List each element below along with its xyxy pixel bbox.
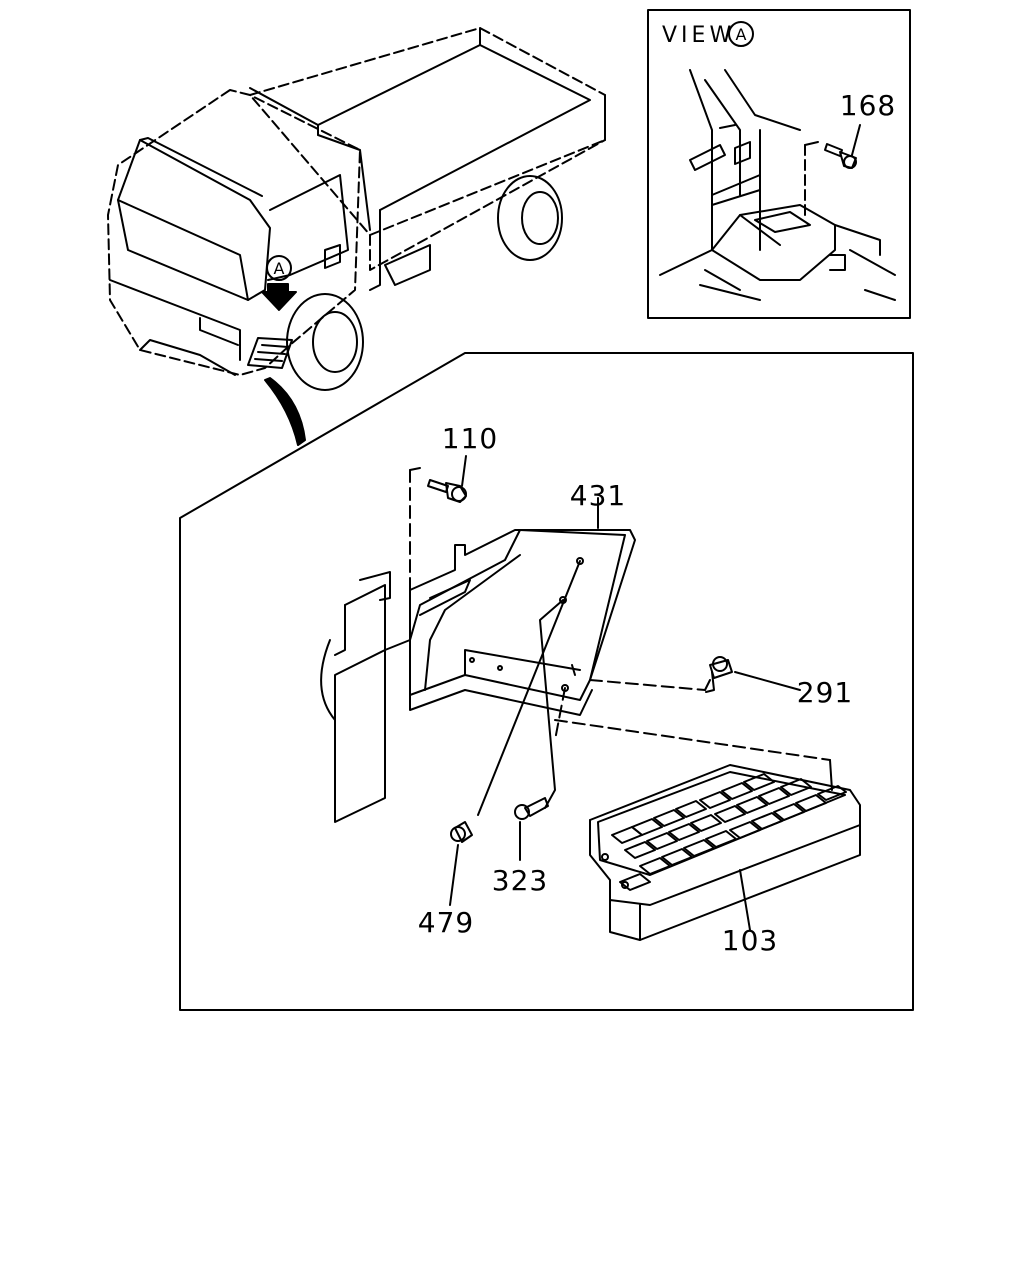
part-label-431: 431 <box>570 479 626 512</box>
part-label-168: 168 <box>840 89 896 122</box>
bolt-291 <box>705 656 801 693</box>
view-a-inset: VIEW A <box>647 9 911 319</box>
part-label-479: 479 <box>418 906 474 939</box>
detail-panel <box>179 352 914 1011</box>
view-a-circle <box>728 21 754 47</box>
bolt-110 <box>409 455 467 631</box>
callout-a-circle <box>266 255 292 281</box>
callout-a-letter: A <box>274 259 285 278</box>
part-label-291: 291 <box>797 676 853 709</box>
screw-323 <box>514 797 549 861</box>
view-a-title: VIEW <box>662 23 735 48</box>
part-label-110: 110 <box>442 422 498 455</box>
view-a-letter: A <box>736 25 747 44</box>
clip-479 <box>449 821 473 906</box>
truck-illustration: A <box>107 27 606 446</box>
part-label-103: 103 <box>722 924 778 957</box>
step-grid <box>611 773 847 891</box>
step-103 <box>589 764 861 941</box>
part-label-323: 323 <box>492 864 548 897</box>
step-bracket-431 <box>320 529 636 823</box>
